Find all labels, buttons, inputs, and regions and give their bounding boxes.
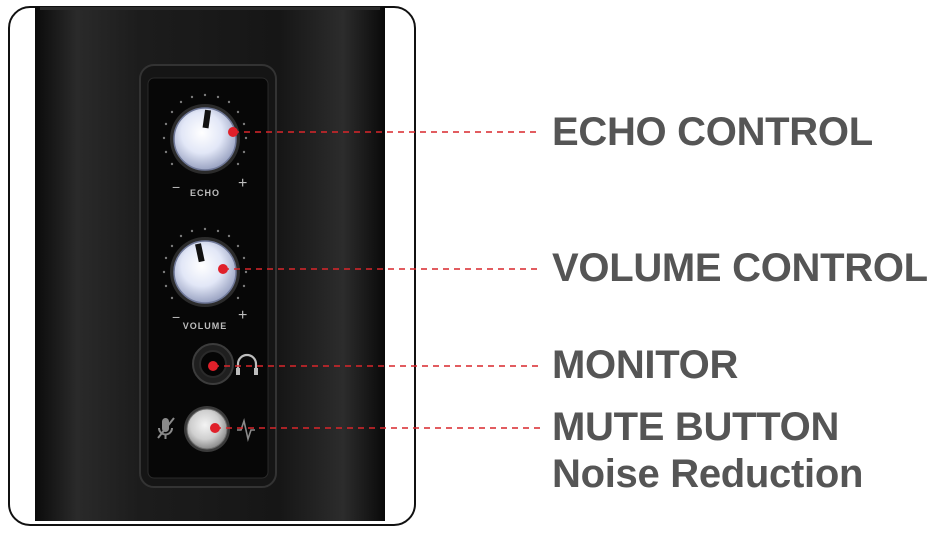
mic-muted-icon [157, 417, 175, 439]
volume-knob[interactable] [162, 227, 248, 307]
echo-plus: + [238, 175, 247, 192]
monitor-marker-dot [208, 361, 218, 371]
monitor-callout: MONITOR [552, 343, 739, 387]
volume-label: VOLUME [183, 321, 228, 331]
noise-reduction-callout: Noise Reduction [552, 452, 864, 496]
mute-marker-dot [210, 423, 220, 433]
echo-minus: − [172, 179, 180, 195]
echo-marker-dot [228, 127, 238, 137]
volume-control-callout: VOLUME CONTROL [552, 246, 928, 290]
echo-control-callout: ECHO CONTROL [552, 110, 873, 154]
headphones-icon [236, 353, 258, 375]
leader-lines [213, 131, 540, 429]
marker-dots [208, 127, 238, 433]
mute-button[interactable] [184, 406, 230, 452]
noise-reduction-icon [237, 418, 255, 442]
mute-button-callout: MUTE BUTTON [552, 405, 840, 449]
echo-knob[interactable] [162, 93, 248, 174]
echo-label: ECHO [190, 188, 220, 198]
volume-minus: − [172, 309, 180, 325]
volume-plus: + [238, 307, 247, 324]
volume-marker-dot [218, 264, 228, 274]
